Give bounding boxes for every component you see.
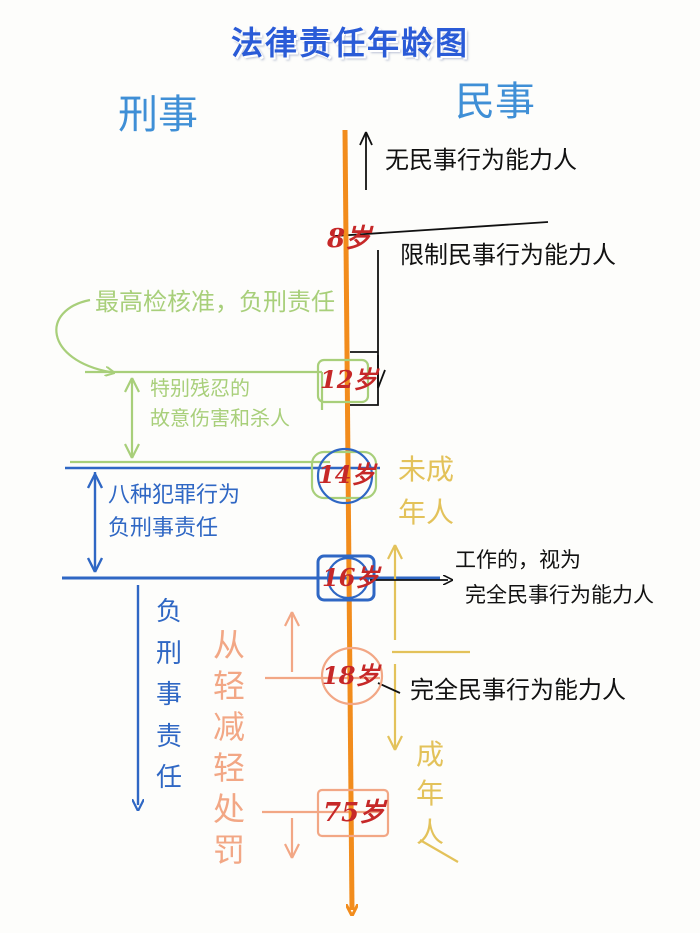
civil-full-label: 完全民事行为能力人 [410, 676, 626, 704]
age-label-16: 16岁 [322, 563, 380, 592]
age-label-75: 75岁 [323, 798, 386, 828]
age-label-18: 18岁 [322, 661, 380, 690]
civil-adult-label: 成年人 [415, 738, 444, 850]
green-annotation-lines [55, 298, 330, 464]
diagram-title: 法律责任年龄图 [230, 24, 469, 62]
blue-annotation-lines [62, 466, 440, 805]
criminal-lenient-label: 从轻减轻处罚 [212, 626, 245, 869]
criminal-eight-line1: 八种犯罪行为 [108, 483, 241, 508]
criminal-header: 刑事 [118, 92, 198, 138]
civil-work16-line1: 工作的，视为 [455, 548, 581, 572]
civil-work16-line2: 完全民事行为能力人 [465, 583, 654, 607]
criminal-full-resp-label: 负刑事责任 [155, 597, 182, 794]
yellow-annotation-lines [387, 544, 470, 863]
civil-limited-label: 限制民事行为能力人 [400, 241, 616, 269]
age-label-12: 12岁 [320, 365, 378, 394]
civil-none-label: 无民事行为能力人 [385, 146, 577, 174]
criminal-procuratorate-label: 最高检核准，负刑责任 [95, 288, 335, 316]
civil-minor-label: 未成年人 [397, 453, 454, 530]
timeline-axis [342, 129, 352, 910]
criminal-special-line2: 故意伤害和杀人 [150, 406, 290, 430]
age-label-8: 8岁 [327, 224, 372, 254]
criminal-eight-line2: 负刑事责任 [108, 516, 219, 541]
age-markers [310, 358, 390, 838]
civil-header: 民事 [455, 79, 535, 125]
age-label-14: 14岁 [318, 460, 376, 489]
criminal-special-line1: 特别残忍的 [150, 376, 250, 400]
civil-annotation-lines [334, 131, 549, 694]
